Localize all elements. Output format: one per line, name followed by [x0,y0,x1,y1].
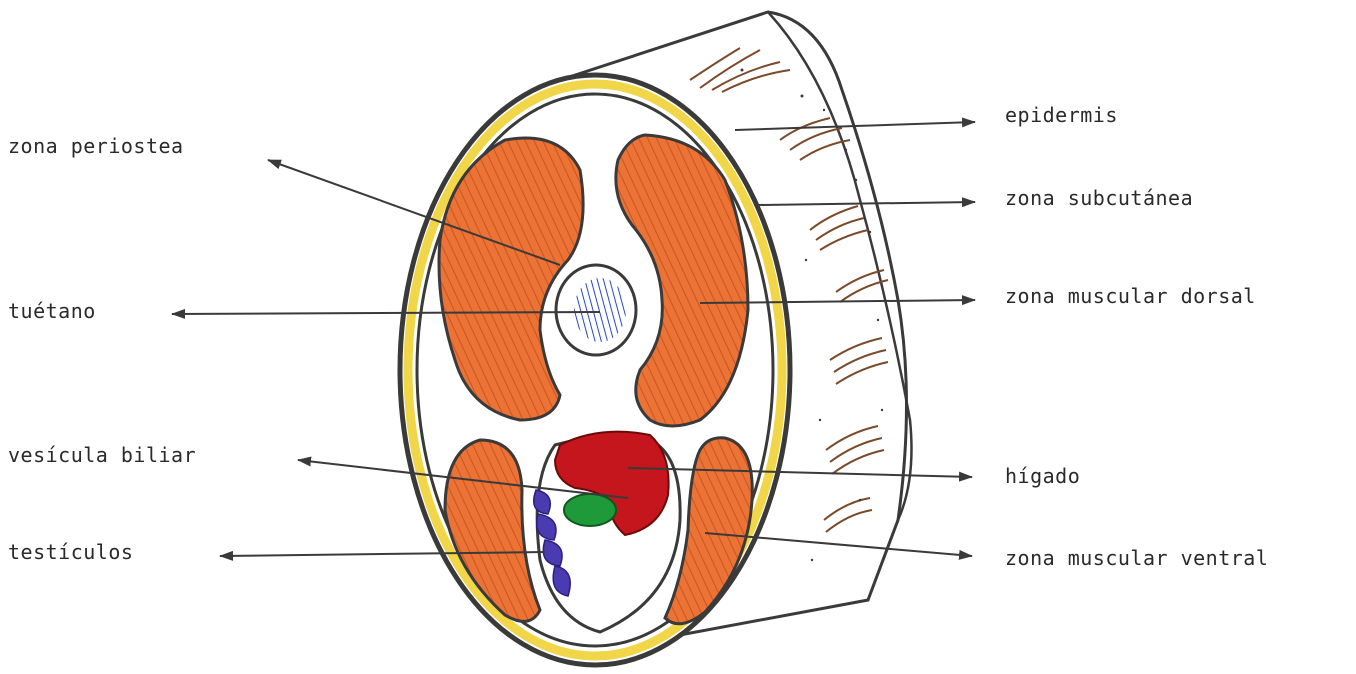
marrow [574,278,626,342]
label-epidermis: epidermis [1005,103,1118,127]
label-higado: hígado [1005,464,1080,488]
vertebra [556,265,636,355]
label-zona-subcutanea: zona subcutánea [1005,186,1193,210]
label-vesicula-biliar: vesícula biliar [8,443,196,467]
label-zona-muscular-dorsal: zona muscular dorsal [1005,284,1256,308]
label-zona-periostea: zona periostea [8,134,184,158]
label-testiculos: testículos [8,540,133,564]
label-tuetano: tuétano [8,299,96,323]
gallbladder [564,494,616,526]
label-zona-muscular-ventral: zona muscular ventral [1005,546,1268,570]
